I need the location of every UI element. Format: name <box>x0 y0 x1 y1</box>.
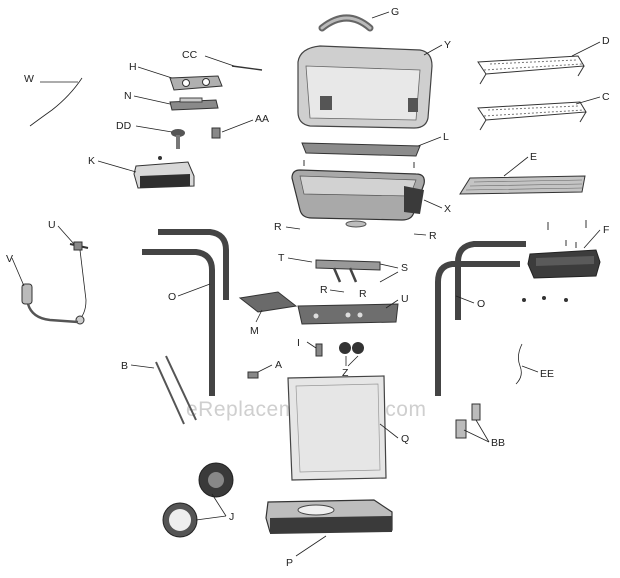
label-z: Z <box>342 367 349 379</box>
label-c: C <box>602 91 610 103</box>
part-cooking-grate <box>459 175 586 195</box>
label-r-3: R <box>320 284 328 296</box>
label-e: E <box>530 151 537 163</box>
label-k: K <box>88 155 95 167</box>
part-gas-hose <box>21 283 79 324</box>
part-burner-knobs <box>339 342 364 354</box>
label-y: Y <box>444 39 451 51</box>
label-i: I <box>297 337 300 349</box>
label-r-1: R <box>274 221 282 233</box>
part-side-shelf <box>522 220 601 302</box>
label-bb: BB <box>491 437 505 449</box>
label-s: S <box>401 262 408 274</box>
label-t: T <box>278 252 285 264</box>
part-control-knob <box>171 129 185 149</box>
part-base-tray <box>265 499 393 534</box>
part-ignitor-assembly <box>69 241 89 325</box>
label-r-2: R <box>429 230 437 242</box>
label-l: L <box>443 131 449 143</box>
part-heat-plate <box>238 291 298 313</box>
label-j: J <box>229 511 234 523</box>
part-a-clip <box>247 371 259 379</box>
label-b: B <box>121 360 128 372</box>
part-b-rods <box>155 355 197 425</box>
label-x: X <box>444 203 451 215</box>
label-u-center: U <box>401 293 409 305</box>
part-left-leg-assembly <box>142 229 229 396</box>
part-ignitor-wire-w <box>29 77 83 127</box>
label-g: G <box>391 6 399 18</box>
part-ee-wire <box>515 343 523 385</box>
label-d: D <box>602 35 610 47</box>
part-side-burner-box <box>133 156 195 189</box>
part-warming-rack-upper <box>477 55 585 85</box>
part-side-burner <box>169 97 219 111</box>
part-wheels <box>162 462 234 538</box>
label-h: H <box>129 61 137 73</box>
label-v: V <box>6 253 13 265</box>
part-firebox <box>291 169 425 228</box>
part-side-burner-plate <box>169 75 223 91</box>
part-valve <box>211 127 221 139</box>
part-lid <box>297 45 433 129</box>
leader-lines <box>11 11 601 557</box>
part-control-panel <box>297 303 399 325</box>
label-o-left: O <box>168 291 176 303</box>
part-heat-shield <box>301 142 421 168</box>
label-cc: CC <box>182 49 198 61</box>
label-u-left: U <box>48 219 56 231</box>
label-w: W <box>24 73 34 85</box>
label-m: M <box>250 325 259 337</box>
label-a: A <box>275 359 282 371</box>
part-lid-handle <box>318 14 374 32</box>
label-q: Q <box>401 433 409 445</box>
part-ignitor-button <box>315 343 323 357</box>
part-warming-rack-lower <box>477 101 587 131</box>
label-o-right: O <box>477 298 485 310</box>
label-ee: EE <box>540 368 554 380</box>
part-cart-door <box>287 375 387 481</box>
label-n: N <box>124 90 132 102</box>
part-right-leg-assembly <box>435 241 526 396</box>
label-r-4: R <box>359 288 367 300</box>
part-cc-rod <box>231 65 263 71</box>
label-aa: AA <box>255 113 269 125</box>
label-dd: DD <box>116 120 132 132</box>
label-p: P <box>286 557 293 569</box>
part-burner-tube <box>315 259 381 283</box>
label-f: F <box>603 224 609 236</box>
